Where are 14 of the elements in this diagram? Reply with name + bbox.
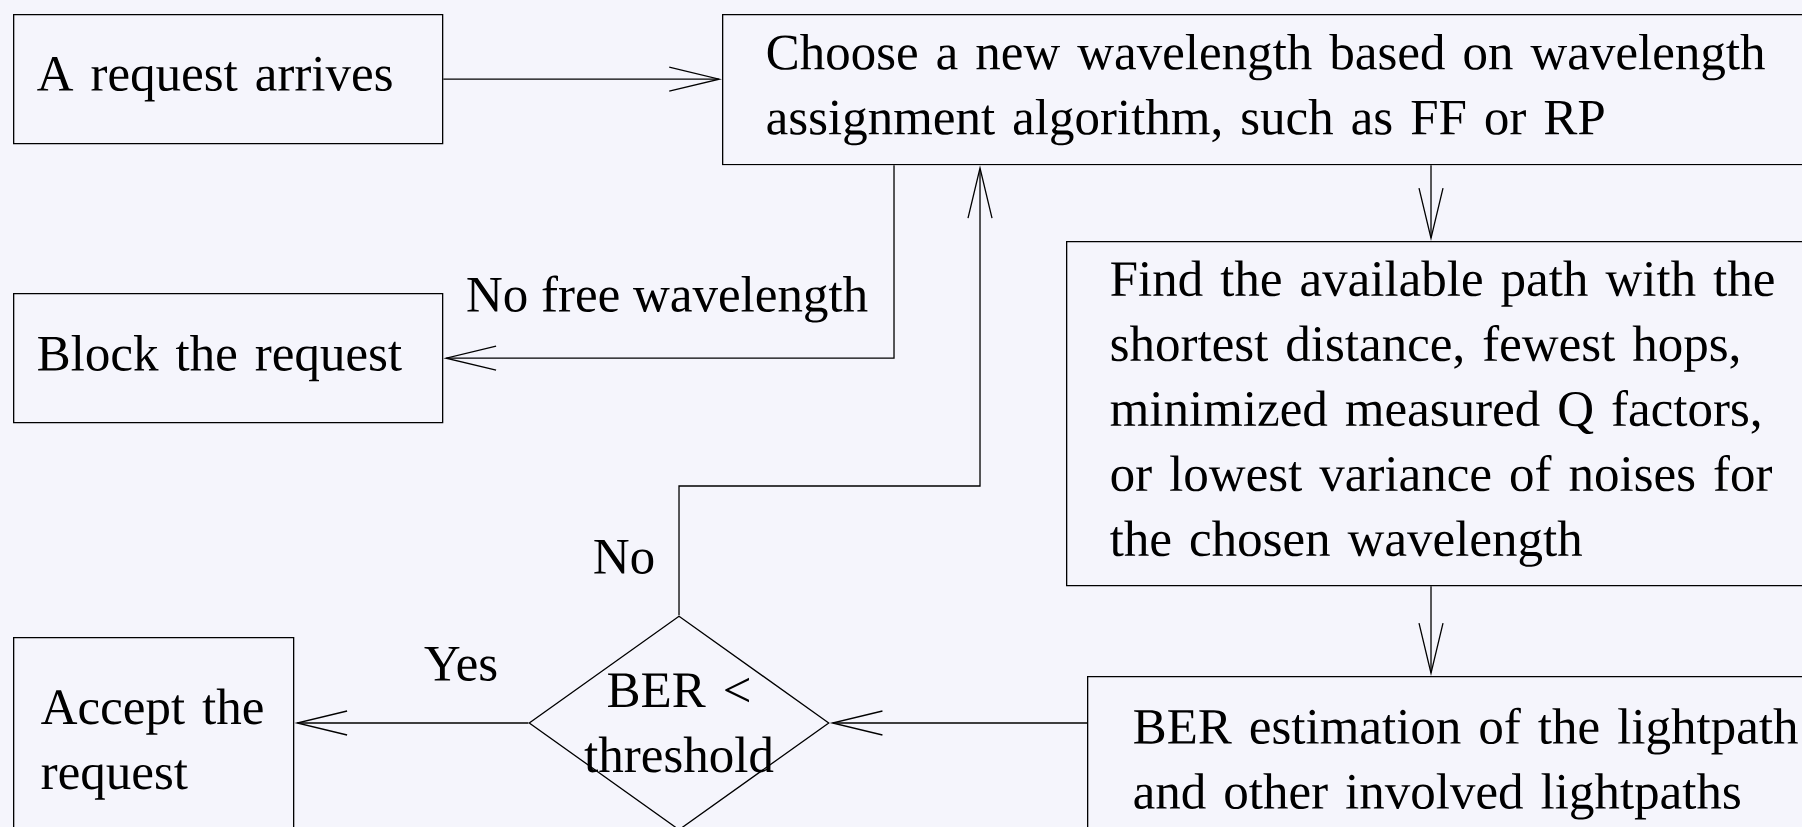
process-box: A request arrives — [13, 14, 444, 145]
arrow — [442, 66, 722, 92]
process-box: Block the request — [13, 293, 444, 424]
process-box: BER estimation of the lightpath and other involved lightpaths — [1087, 676, 1802, 827]
process-box: Accept the request — [13, 637, 295, 827]
arrow — [294, 710, 529, 736]
edge-label: Yes — [421, 645, 501, 683]
arrow — [678, 165, 993, 616]
arrow — [443, 164, 895, 371]
arrow — [829, 710, 1088, 736]
process-box: Choose a new wavelength based on wavelength assignment algorithm, such as FF or RP — [722, 14, 1802, 166]
process-box: Find the available path with the shortest distance, fewest hops, minimized measured Q factors, or lowest variance of noises for the chosen wavelength — [1066, 241, 1802, 587]
edge-label: No — [590, 538, 658, 576]
edge-label: No free wavelength — [463, 273, 871, 325]
